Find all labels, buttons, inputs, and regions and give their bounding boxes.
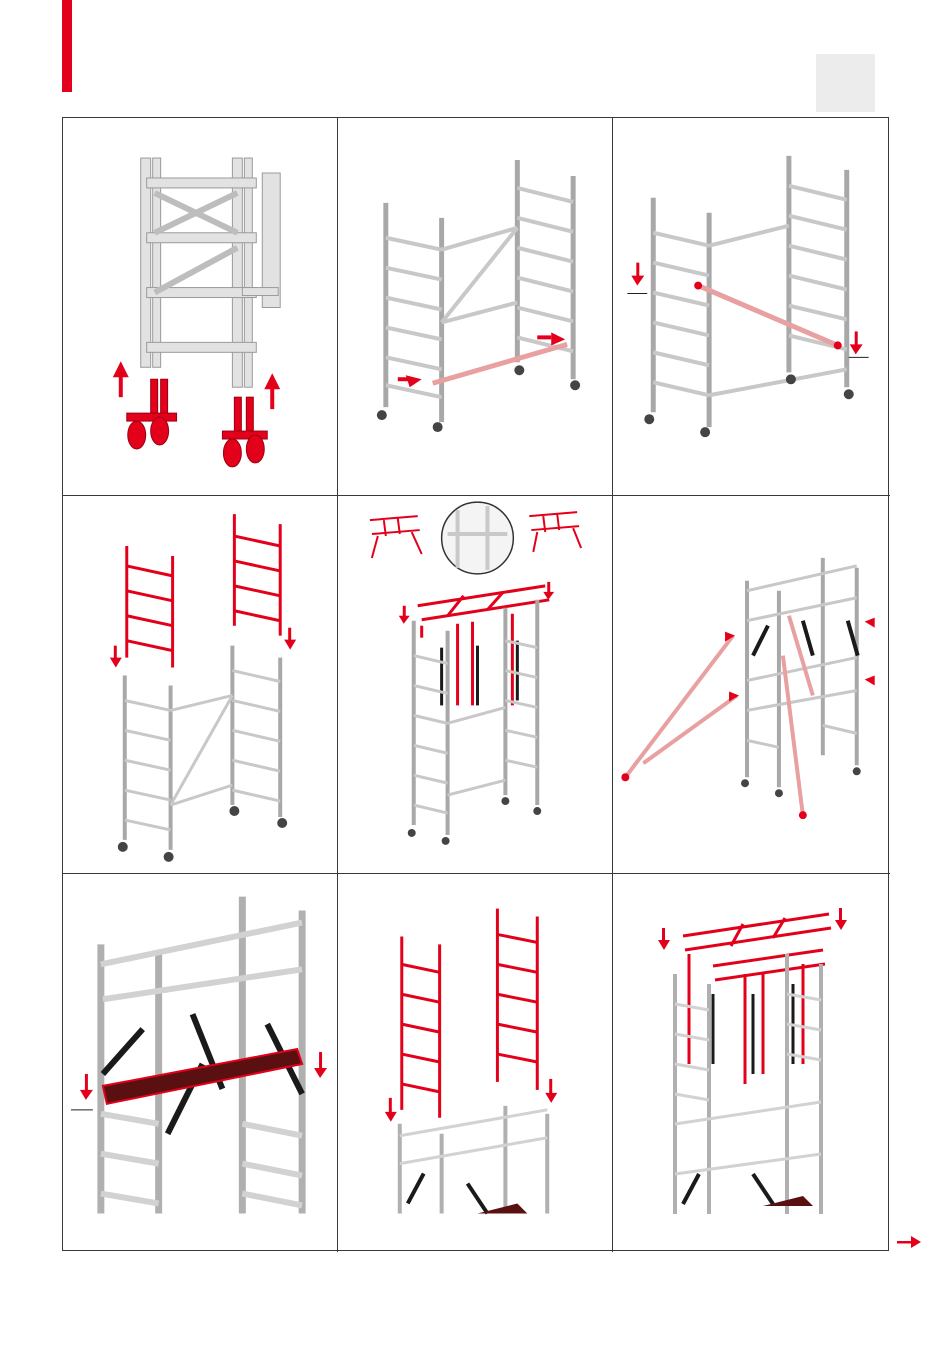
castor-left: [127, 379, 177, 449]
step-panel-2: [338, 118, 613, 496]
detail-magnifier: [442, 502, 514, 574]
extension-frame-left: [127, 546, 173, 668]
guardrail-frames-illustration: [338, 496, 612, 873]
platform-placement-illustration: [63, 874, 337, 1252]
diagonal-brace: [698, 286, 838, 346]
brand-accent-bar: [62, 0, 72, 92]
stabilisers-illustration: [613, 496, 890, 873]
stabiliser-arms: [625, 616, 813, 815]
step-panel-5: [338, 496, 613, 874]
upper-frame-left: [402, 936, 440, 1117]
step-panel-7: [63, 874, 338, 1252]
extension-frames-illustration: [63, 496, 337, 873]
guardrail-preview-right: [529, 512, 581, 552]
step-panel-8: [338, 874, 613, 1252]
platform-deck: [103, 1049, 302, 1104]
assembly-steps-grid: [62, 117, 889, 1251]
arrow-right-icon[interactable]: [895, 1234, 923, 1250]
step-panel-3: [613, 118, 890, 496]
horizontal-brace: [433, 344, 568, 383]
step-panel-6: [613, 496, 890, 874]
horizontal-brace-illustration: [338, 118, 612, 495]
extension-frame-right: [234, 514, 280, 636]
castor-insertion-illustration: [63, 118, 337, 495]
top-guardrail-illustration: [613, 874, 890, 1252]
castor-right: [222, 397, 267, 467]
step-panel-9: [613, 874, 890, 1252]
upper-extension-frames-illustration: [338, 874, 612, 1252]
diagonal-brace-illustration: [613, 118, 890, 495]
upper-frame-right: [497, 909, 537, 1090]
up-arrow-icon: [113, 361, 280, 409]
step-panel-4: [63, 496, 338, 874]
page-number-box: [816, 54, 875, 112]
guardrail-preview-left: [370, 516, 422, 558]
step-panel-1: [63, 118, 338, 496]
